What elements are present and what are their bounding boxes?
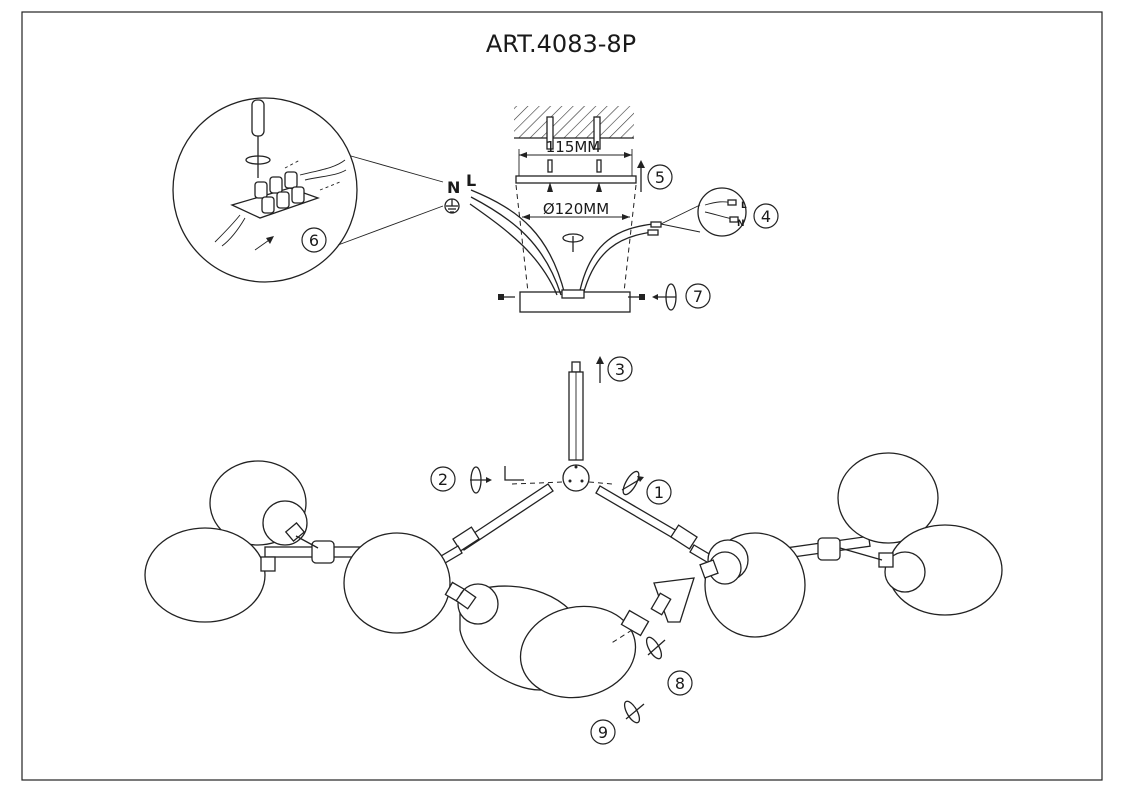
step-label-4: 4 — [761, 207, 771, 226]
dimension-115mm: 115MM — [546, 138, 601, 156]
connector-neutral-label: N — [737, 219, 745, 229]
step-circle-5 — [647, 164, 673, 190]
neutral-label: N — [447, 178, 460, 197]
globe-left-center — [343, 532, 451, 634]
ceiling-mount-detail: 115MM Ø120MM — [469, 106, 701, 313]
rotation-arrow-7 — [652, 283, 677, 311]
step-label-2: 2 — [438, 470, 448, 489]
step-label-8: 8 — [675, 674, 685, 693]
step-circle-2 — [430, 466, 456, 492]
step-label-1: 1 — [654, 483, 664, 502]
left-arm — [435, 483, 554, 567]
socket-assembly — [609, 577, 695, 645]
globe-right-top — [837, 452, 939, 544]
live-label: L — [466, 171, 476, 190]
connector-detail — [697, 187, 747, 237]
step-label-9: 9 — [598, 723, 608, 742]
rotation-arrow-2 — [470, 466, 492, 494]
step-label-3: 3 — [615, 360, 625, 379]
rotation-arrow-8 — [645, 636, 666, 660]
step-circle-4 — [753, 203, 779, 229]
step-label-7: 7 — [693, 287, 703, 306]
step-label-6: 6 — [309, 231, 319, 250]
rotation-arrow-9 — [623, 700, 645, 724]
step-circle-3 — [607, 356, 633, 382]
step-circle-7 — [685, 283, 711, 309]
step-circle-6 — [301, 227, 327, 253]
step-circle-8 — [667, 670, 693, 696]
right-branch — [699, 452, 1003, 638]
left-branch — [144, 460, 637, 699]
page-title: ART.4083-8P — [486, 30, 636, 58]
terminal-detail — [172, 97, 444, 283]
rotation-arrow-1 — [621, 470, 644, 496]
step-circle-9 — [590, 719, 616, 745]
ceiling-hatch — [514, 106, 634, 138]
dimension-120mm: Ø120MM — [543, 200, 609, 218]
globe-front — [519, 605, 637, 699]
drawing-frame — [21, 11, 1103, 781]
downrod-assembly — [504, 356, 613, 492]
globe-left-bottom — [144, 527, 266, 623]
ground-icon — [444, 198, 460, 214]
step-label-5: 5 — [655, 168, 665, 187]
step-circle-1 — [646, 479, 672, 505]
connector-live-label: L — [741, 201, 747, 211]
